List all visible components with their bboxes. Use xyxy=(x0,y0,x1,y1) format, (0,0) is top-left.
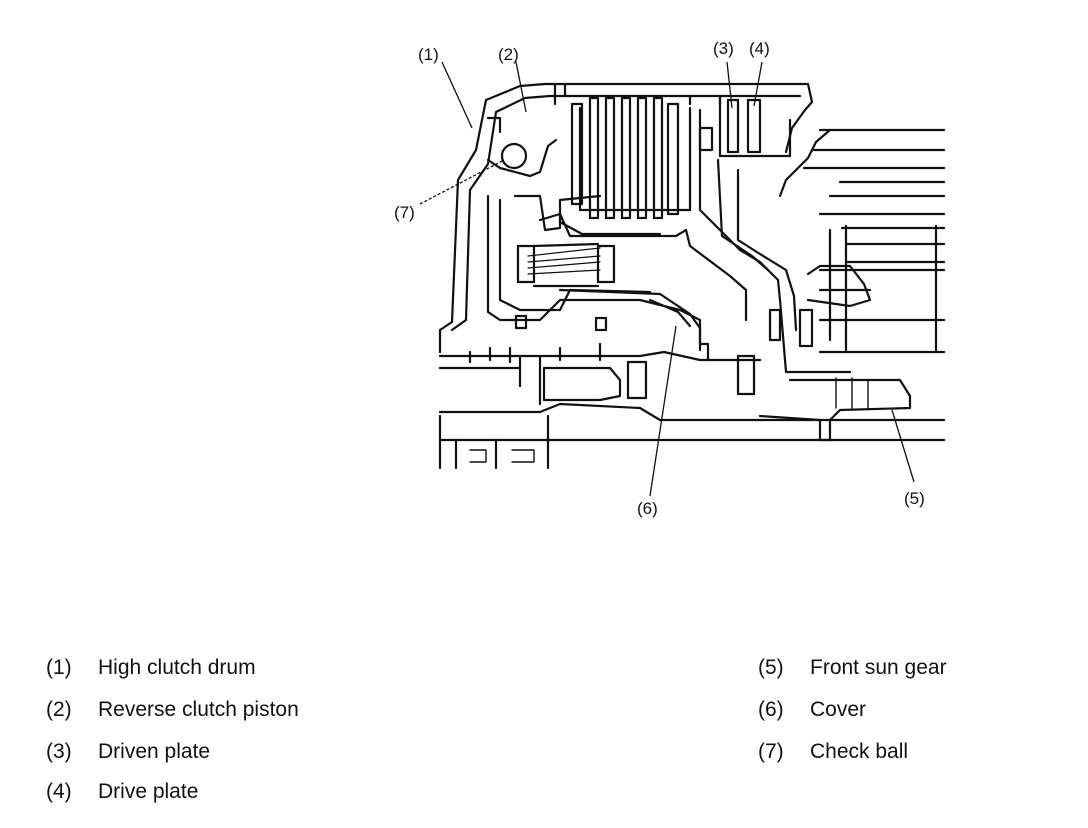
legend-number: (4) xyxy=(46,780,72,803)
legend-label: Front sun gear xyxy=(810,656,947,679)
main-shaft xyxy=(438,350,762,362)
legend-label: Cover xyxy=(810,698,867,721)
legend-number: (5) xyxy=(758,656,784,679)
cover xyxy=(558,288,710,362)
callout-4: (4) xyxy=(749,39,770,58)
leader-4 xyxy=(753,61,763,107)
reverse-clutch-piston xyxy=(486,194,702,352)
clutch-plates xyxy=(570,96,692,220)
legend-number: (1) xyxy=(46,656,72,679)
legend-label: Drive plate xyxy=(98,780,199,803)
legend-number: (7) xyxy=(758,740,784,763)
leader-7 xyxy=(419,159,505,205)
leader-2 xyxy=(515,61,527,113)
legend-label: Driven plate xyxy=(98,740,211,763)
high-clutch-drum xyxy=(438,82,814,354)
leader-3 xyxy=(726,61,733,109)
legend-label: High clutch drum xyxy=(98,656,256,679)
leader-1 xyxy=(441,61,473,129)
return-spring xyxy=(516,242,616,288)
legend-number: (2) xyxy=(46,698,72,721)
drive-plate xyxy=(746,98,762,154)
callout-5: (5) xyxy=(904,489,925,508)
legend-label: Check ball xyxy=(810,740,909,763)
callout-2: (2) xyxy=(498,45,519,64)
front-sun-gear xyxy=(758,378,912,442)
leader-6 xyxy=(649,325,677,497)
driven-plate xyxy=(726,98,740,154)
callout-1: (1) xyxy=(418,45,439,64)
check-ball xyxy=(500,142,528,170)
legend-number: (6) xyxy=(758,698,784,721)
callout-3: (3) xyxy=(713,39,734,58)
legend-number: (3) xyxy=(46,740,72,763)
leader-5 xyxy=(891,409,915,483)
legend-label: Reverse clutch piston xyxy=(98,698,299,721)
callout-7: (7) xyxy=(394,203,415,222)
callout-6: (6) xyxy=(637,499,658,518)
